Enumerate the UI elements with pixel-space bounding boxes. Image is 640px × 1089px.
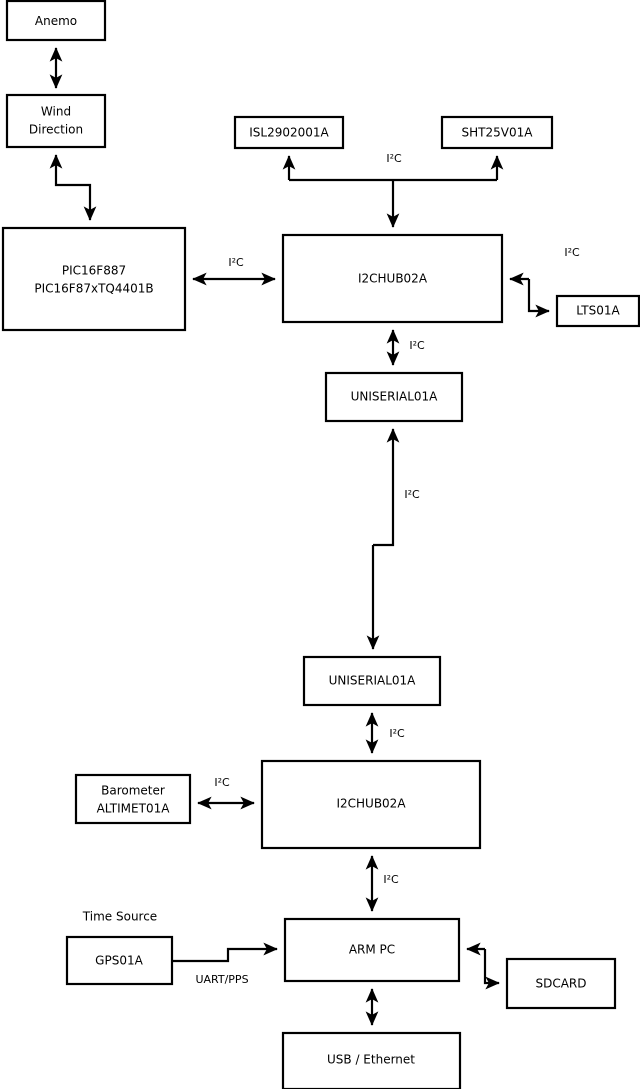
node-i2chub02a-top[interactable]: I2CHUB02A bbox=[281, 233, 504, 324]
edge-gps-armpc bbox=[172, 942, 278, 963]
node-lts01a-label: LTS01A bbox=[576, 304, 620, 318]
node-uniserial01a-top[interactable]: UNISERIAL01A bbox=[324, 371, 464, 423]
free-label-layer: Time Source bbox=[82, 910, 157, 924]
node-isl2902001a-box[interactable] bbox=[233, 115, 345, 150]
node-wind-direction-label-line1: Wind bbox=[41, 105, 71, 119]
node-gps01a-label: GPS01A bbox=[95, 954, 143, 968]
label-time-source: Time Source bbox=[82, 910, 157, 924]
node-wind-direction-box[interactable] bbox=[5, 93, 107, 149]
node-pic-mcu[interactable]: PIC16F887 PIC16F87xTQ4401B bbox=[1, 226, 187, 332]
edge-hubtop-lts-out bbox=[527, 279, 550, 318]
node-usb-ethernet-label: USB / Ethernet bbox=[327, 1053, 415, 1067]
node-i2chub02a-top-label: I2CHUB02A bbox=[358, 272, 428, 286]
node-usb-ethernet-box[interactable] bbox=[281, 1031, 462, 1089]
node-gps01a[interactable]: GPS01A bbox=[65, 935, 174, 986]
node-barometer-label-line2: ALTIMET01A bbox=[97, 802, 171, 816]
node-i2chub02a-bottom-box[interactable] bbox=[260, 759, 482, 850]
node-arm-pc-box[interactable] bbox=[283, 917, 461, 983]
node-barometer-label-line1: Barometer bbox=[101, 784, 165, 798]
node-arm-pc[interactable]: ARM PC bbox=[283, 917, 461, 983]
node-anemo[interactable]: Anemo bbox=[5, 0, 107, 42]
node-i2chub02a-bottom[interactable]: I2CHUB02A bbox=[260, 759, 482, 850]
node-uniserial01a-bottom-box[interactable] bbox=[302, 655, 442, 707]
edge-label-layer: I²C I²C I²C I²C I²C I²C I²C I²C UART/PPS bbox=[195, 152, 580, 986]
node-anemo-label: Anemo bbox=[35, 14, 77, 28]
edge-winddir-pic bbox=[49, 154, 97, 221]
node-lts01a[interactable]: LTS01A bbox=[555, 294, 640, 328]
edge-label-i2c-uniserial-hub: I²C bbox=[389, 727, 405, 740]
node-usb-ethernet[interactable]: USB / Ethernet bbox=[281, 1031, 462, 1089]
node-isl2902001a-label: ISL2902001A bbox=[249, 126, 329, 140]
node-wind-direction[interactable]: Wind Direction bbox=[5, 93, 107, 149]
node-barometer-altimet01a-box[interactable] bbox=[74, 773, 192, 825]
edge-armpc-sdcard-out bbox=[483, 949, 500, 990]
node-anemo-box[interactable] bbox=[5, 0, 107, 42]
node-sht25v01a-box[interactable] bbox=[440, 115, 554, 150]
node-pic-mcu-label-line2: PIC16F87xTQ4401B bbox=[34, 282, 153, 296]
node-sdcard[interactable]: SDCARD bbox=[505, 957, 617, 1010]
node-uniserial01a-bottom[interactable]: UNISERIAL01A bbox=[302, 655, 442, 707]
node-arm-pc-label: ARM PC bbox=[349, 943, 395, 957]
node-sdcard-box[interactable] bbox=[505, 957, 617, 1010]
node-sht25v01a-label: SHT25V01A bbox=[462, 126, 534, 140]
node-lts01a-box[interactable] bbox=[555, 294, 640, 328]
node-i2chub02a-top-box[interactable] bbox=[281, 233, 504, 324]
node-wind-direction-label-line2: Direction bbox=[29, 123, 83, 137]
node-uniserial01a-top-box[interactable] bbox=[324, 371, 464, 423]
edge-label-i2c-hub-lts: I²C bbox=[564, 246, 580, 259]
edge-label-i2c-pic-hub: I²C bbox=[228, 256, 244, 269]
edge-label-i2c-uniserial-link: I²C bbox=[404, 488, 420, 501]
node-pic-mcu-box[interactable] bbox=[1, 226, 187, 332]
edge-layer bbox=[49, 47, 550, 1026]
node-i2chub02a-bottom-label: I2CHUB02A bbox=[336, 797, 406, 811]
node-uniserial01a-bottom-label: UNISERIAL01A bbox=[329, 674, 417, 688]
edge-label-i2c-hub-armpc: I²C bbox=[383, 873, 399, 886]
node-sdcard-label: SDCARD bbox=[535, 977, 586, 991]
edge-label-i2c-barometer-hub: I²C bbox=[214, 776, 230, 789]
node-barometer-altimet01a[interactable]: Barometer ALTIMET01A bbox=[74, 773, 192, 825]
node-uniserial01a-top-label: UNISERIAL01A bbox=[351, 390, 439, 404]
edge-label-i2c-hub-uniserial: I²C bbox=[409, 339, 425, 352]
node-isl2902001a[interactable]: ISL2902001A bbox=[233, 115, 345, 150]
edge-label-uart-pps: UART/PPS bbox=[195, 973, 248, 986]
node-sht25v01a[interactable]: SHT25V01A bbox=[440, 115, 554, 150]
edge-label-i2c-hub-sensors: I²C bbox=[386, 152, 402, 165]
node-gps01a-box[interactable] bbox=[65, 935, 174, 986]
node-pic-mcu-label-line1: PIC16F887 bbox=[62, 264, 126, 278]
edge-uniserial-link-up bbox=[373, 428, 400, 547]
